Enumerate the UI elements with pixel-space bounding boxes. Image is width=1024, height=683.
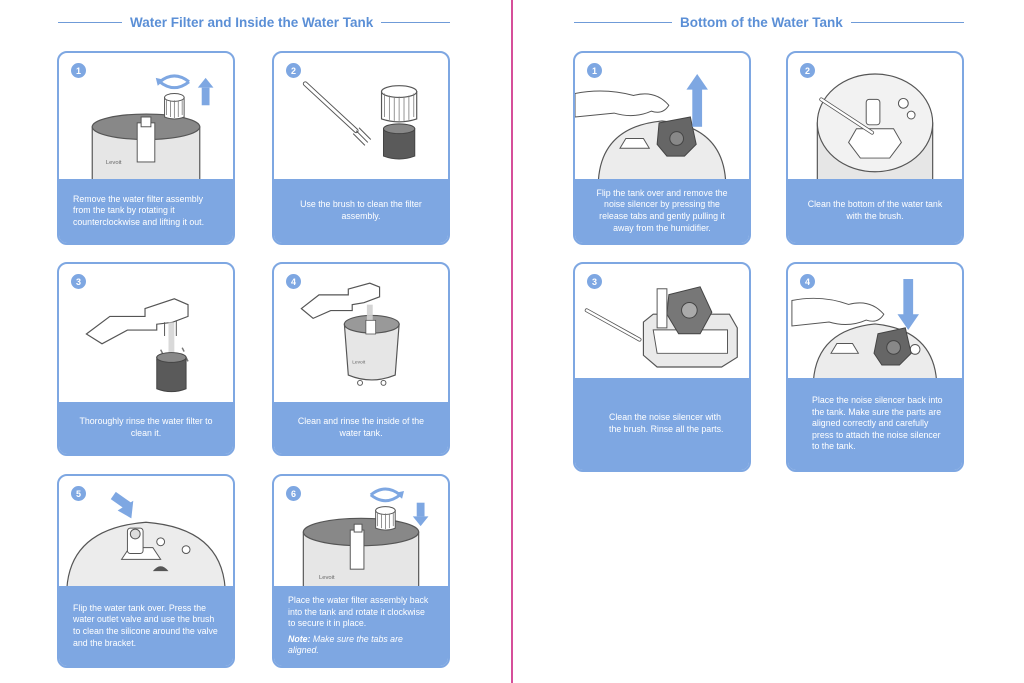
right-section-header: Bottom of the Water Tank [574, 12, 964, 32]
attach-silencer-illustration [788, 264, 962, 382]
step-caption: Place the water filter assembly back int… [288, 594, 429, 629]
note-label: Note: [288, 633, 311, 644]
step-caption: Flip the water tank over. Press the wate… [73, 602, 218, 648]
right-section-title: Bottom of the Water Tank [680, 14, 843, 30]
left-step-1-card: 1 Levoit Remove the water filter assembl… [57, 51, 235, 245]
step-number-badge: 1 [587, 63, 602, 78]
step-caption: Remove the water filter assembly from th… [73, 193, 205, 227]
step-caption: Use the brush to clean the filter assemb… [300, 199, 422, 221]
step-number-badge: 1 [71, 63, 86, 78]
remove-filter-illustration: Levoit [59, 53, 233, 181]
step-number-badge: 5 [71, 486, 86, 501]
left-section-header: Water Filter and Inside the Water Tank [58, 12, 450, 32]
step-number-badge: 4 [286, 274, 301, 289]
step-caption: Clean the noise silencer with the brush.… [609, 412, 724, 434]
right-step-4-card: 4 Place the noise silencer back into the… [786, 262, 964, 472]
step-caption: Thoroughly rinse the water filter to cle… [79, 416, 213, 438]
page-divider [511, 0, 513, 683]
left-step-5-card: 5 Flip the water tank over. Press the wa… [57, 474, 235, 668]
rinse-tank-illustration: Levoit [274, 264, 448, 404]
right-step-3-card: 3 Clean the noise silencer with the brus… [573, 262, 751, 472]
clean-tank-bottom-illustration [788, 53, 962, 181]
rinse-filter-illustration [59, 264, 233, 404]
brand-text: Levoit [319, 575, 335, 581]
right-step-1-card: 1 Flip the tank over and remove the nois… [573, 51, 751, 245]
left-step-3-card: 3 Thoroughly rinse the water filter to c… [57, 262, 235, 456]
step-caption: Flip the tank over and remove the noise … [596, 187, 728, 233]
note-text: Make sure the tabs are aligned. [288, 633, 403, 656]
step-number-badge: 2 [286, 63, 301, 78]
replace-filter-illustration: Levoit [274, 476, 448, 590]
left-step-4-card: 4 Levoit Clean and rinse the inside of t… [272, 262, 450, 456]
step-caption: Clean and rinse the inside of the water … [297, 416, 425, 438]
brand-text: Levoit [352, 359, 366, 365]
step-number-badge: 2 [800, 63, 815, 78]
step-number-badge: 4 [800, 274, 815, 289]
left-step-2-card: 2 Use the brush to clean the filter asse… [272, 51, 450, 245]
clean-silencer-illustration [575, 264, 749, 382]
brush-and-filter-illustration [274, 53, 448, 181]
step-caption: Place the noise silencer back into the t… [812, 394, 943, 452]
left-step-6-card: 6 Levoit Place the water filter assembly… [272, 474, 450, 668]
clean-valve-illustration [59, 476, 233, 590]
step-caption: Clean the bottom of the water tank with … [807, 199, 943, 221]
step-number-badge: 3 [71, 274, 86, 289]
left-section-title: Water Filter and Inside the Water Tank [130, 14, 374, 30]
right-step-2-card: 2 Clean the bottom of the water tank wit… [786, 51, 964, 245]
brand-text: Levoit [106, 160, 122, 166]
step-note: Note: Make sure the tabs are aligned. [288, 634, 434, 657]
step-number-badge: 6 [286, 486, 301, 501]
step-number-badge: 3 [587, 274, 602, 289]
remove-silencer-illustration [575, 53, 749, 181]
